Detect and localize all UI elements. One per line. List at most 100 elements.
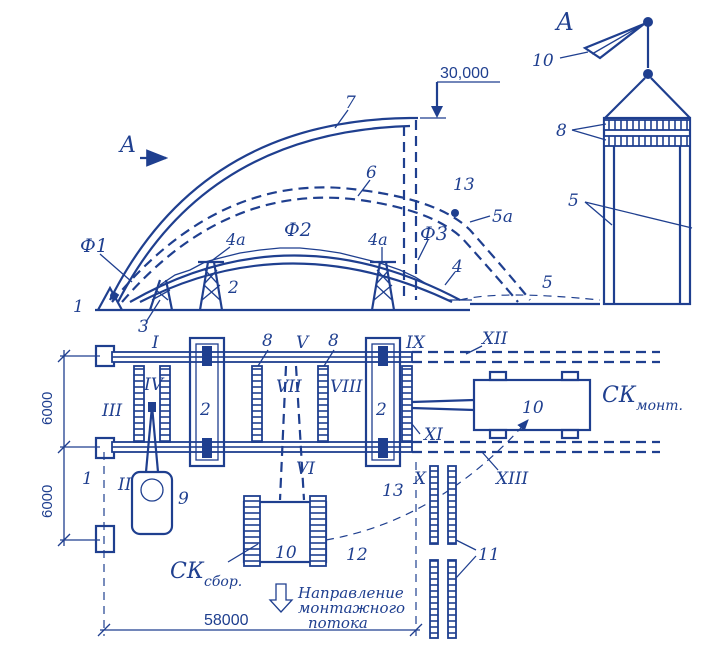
label-11: 11 [478,545,500,565]
dim-tick-r [409,623,423,637]
arch-4-web [159,247,431,287]
crane-mount-boom-1 [411,398,475,404]
label-10-a: 10 [532,51,554,71]
label-4: 4 [451,257,463,277]
leader-4 [444,271,456,286]
roman-v: V [296,333,310,353]
dim-tick-3 [57,533,71,547]
dim-tick-l [97,623,111,637]
label-8-plan-left: 8 [262,331,273,351]
element-11-c [429,559,439,639]
arch-7-inner [117,124,411,303]
label-7: 7 [345,93,356,113]
roman-iv: IV [143,375,165,395]
arch-5-tail [459,294,601,301]
crane-assembly-sub: сбор. [204,574,242,590]
label-13-elev: 13 [453,175,475,195]
crane-assembly-track-l [243,495,261,567]
label-f2: Ф2 [284,219,312,241]
leader-5a [469,215,491,223]
dim-tick-2 [57,440,71,454]
roman-xii: XII [480,329,508,349]
crane-mount-label: СК [602,383,637,408]
leader-f3 [417,239,429,261]
crane-mount-boom-2 [411,406,475,412]
tie-lower [603,135,691,147]
leader-11-b [455,555,477,579]
leader-xi [411,423,421,435]
tower-left [198,260,224,311]
label-2-plan-left: 2 [199,400,211,420]
tower-plan-left-inner [195,343,219,461]
hinge-support-1 [97,285,123,311]
level-triangle [431,106,443,118]
label-12: 12 [346,545,368,565]
hook-bottom [643,69,653,79]
crane-mount-out-4 [560,428,580,440]
dim-length-text: 58000 [204,612,249,629]
leader-xiii [481,451,499,471]
crane-9-hook [148,402,156,412]
dim-lower-text: 6000 [39,485,56,518]
leader-8-plan-r [323,349,335,367]
crane-mount-out-2 [560,370,580,382]
label-5-elev: 5 [542,273,553,293]
roman-vii: VII [276,377,302,397]
arch-6-inner [121,196,519,303]
leader-8-a1 [571,123,607,131]
tie-xi [401,365,413,443]
leader-8-plan-l [257,349,269,367]
crane-9-body [130,470,174,536]
label-9: 9 [178,489,189,509]
flow-line-3: потока [308,614,368,632]
roman-vi: VI [296,459,315,479]
tie-viii-left [251,365,263,443]
leader-3 [145,299,161,323]
dashed-vii-1 [278,365,288,501]
crane-mount-out-1 [488,370,508,382]
tower-left-bot-node [202,438,212,458]
label-8-a: 8 [556,121,567,141]
leader-xii [465,345,483,355]
label-4a-left: 4а [225,230,246,249]
crane-mount-out-3 [488,428,508,440]
roman-ix: IX [405,333,426,353]
leader-7 [334,109,349,129]
tie-viii-right [317,365,329,443]
crane-9-cab [140,478,164,502]
sling-right [650,77,691,119]
node-13 [451,209,459,217]
label-13-plan: 13 [382,481,404,501]
beam-upper [111,351,413,363]
tower-right [370,260,396,311]
label-5-a: 5 [568,191,579,211]
arch-7-outer [109,116,411,301]
leader-11-a [455,539,477,551]
label-4a-right: 4а [367,230,388,249]
label-10-mount: 10 [522,398,544,418]
dashed-vii-2 [294,365,306,501]
block-lower [94,524,116,554]
element-11-a [429,465,439,545]
tower-right-top-node [378,346,388,366]
tie-upper [603,119,691,131]
leader-8-a2 [571,129,607,141]
crane-mount-sub: монт. [636,398,683,414]
arch-4-outer [129,254,461,303]
arch-6-outer [111,186,531,303]
leader-5-a2 [584,201,693,229]
support-3 [148,279,174,311]
roman-iii: III [101,401,122,421]
sling-left [604,77,646,119]
label-1-elev: 1 [73,297,84,317]
roman-ii: II [117,475,132,495]
label-2-plan-right: 2 [375,400,387,420]
level-mark-text: 30,000 [440,65,489,82]
crane-boom-inner [591,23,645,55]
label-f1: Ф1 [80,235,108,257]
leader-10-a [559,51,589,59]
flow-line-2: монтажного [298,599,405,617]
leader-5-a1 [584,201,613,226]
